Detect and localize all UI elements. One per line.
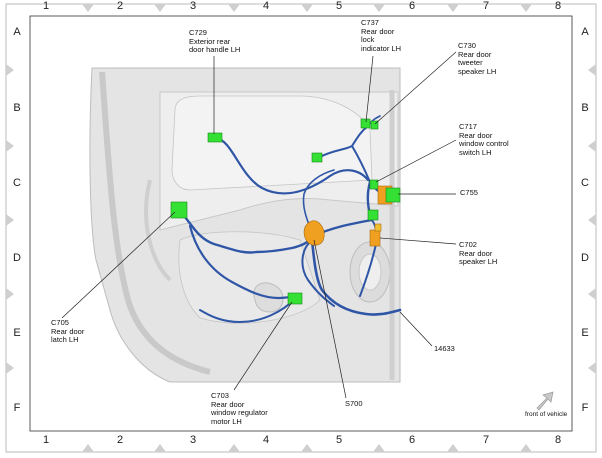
col-label-bottom-1: 1 xyxy=(42,434,50,446)
col-label-bottom-4: 4 xyxy=(262,434,270,446)
col-label-top-8: 8 xyxy=(554,0,562,12)
label-harness-14633: 14633 xyxy=(434,344,455,353)
door-panel xyxy=(89,67,401,383)
connector-c705 xyxy=(170,201,188,219)
row-label-right-a: A xyxy=(581,26,589,38)
label-c703: C703 Rear door window regulator motor LH xyxy=(211,391,268,426)
col-label-top-5: 5 xyxy=(335,0,343,12)
col-label-top-3: 3 xyxy=(189,0,197,12)
row-label-left-f: F xyxy=(13,402,21,414)
row-label-left-e: E xyxy=(13,327,21,339)
col-label-top-1: 1 xyxy=(42,0,50,12)
row-label-right-d: D xyxy=(581,252,589,264)
connector-c702 xyxy=(369,229,381,247)
row-label-right-c: C xyxy=(581,177,589,189)
row-label-right-e: E xyxy=(581,327,589,339)
col-label-bottom-3: 3 xyxy=(189,434,197,446)
label-c702: C702 Rear door speaker LH xyxy=(459,240,498,266)
label-c717: C717 Rear door window control switch LH xyxy=(459,122,509,157)
connector-sw xyxy=(367,209,379,221)
row-label-left-a: A xyxy=(13,26,21,38)
connector-c730 xyxy=(370,120,379,130)
label-splice-s700: S700 xyxy=(345,399,363,408)
label-c705: C705 Rear door latch LH xyxy=(51,318,85,344)
row-label-left-d: D xyxy=(13,252,21,264)
col-label-top-6: 6 xyxy=(408,0,416,12)
arrow-icon xyxy=(536,391,554,411)
col-label-top-2: 2 xyxy=(116,0,124,12)
label-c730: C730 Rear door tweeter speaker LH xyxy=(458,41,497,76)
connector-mid xyxy=(311,152,323,163)
connector-c755 xyxy=(385,187,401,203)
col-label-bottom-6: 6 xyxy=(408,434,416,446)
label-c737: C737 Rear door lock indicator LH xyxy=(361,18,402,53)
col-label-bottom-7: 7 xyxy=(482,434,490,446)
connector-c703 xyxy=(287,292,303,305)
col-label-bottom-8: 8 xyxy=(554,434,562,446)
row-label-left-c: C xyxy=(13,177,21,189)
col-label-top-7: 7 xyxy=(482,0,490,12)
col-label-top-4: 4 xyxy=(262,0,270,12)
connector-c729 xyxy=(207,132,223,143)
connectors xyxy=(170,118,401,305)
connector-c717 xyxy=(369,179,379,190)
front-of-vehicle-label: front of vehicle xyxy=(525,411,568,418)
connector-s700 xyxy=(303,220,325,246)
connector-c737 xyxy=(360,118,371,129)
label-c755: C755 xyxy=(460,188,478,197)
col-label-bottom-5: 5 xyxy=(335,434,343,446)
row-label-right-f: F xyxy=(581,402,589,414)
grid-markers xyxy=(6,4,596,452)
label-c729: C729 Exterior rear door handle LH xyxy=(189,28,241,54)
connector-c702b xyxy=(374,223,382,232)
row-label-left-b: B xyxy=(13,102,21,114)
col-label-bottom-2: 2 xyxy=(116,434,124,446)
row-label-right-b: B xyxy=(581,102,589,114)
leader-lines xyxy=(61,51,457,399)
